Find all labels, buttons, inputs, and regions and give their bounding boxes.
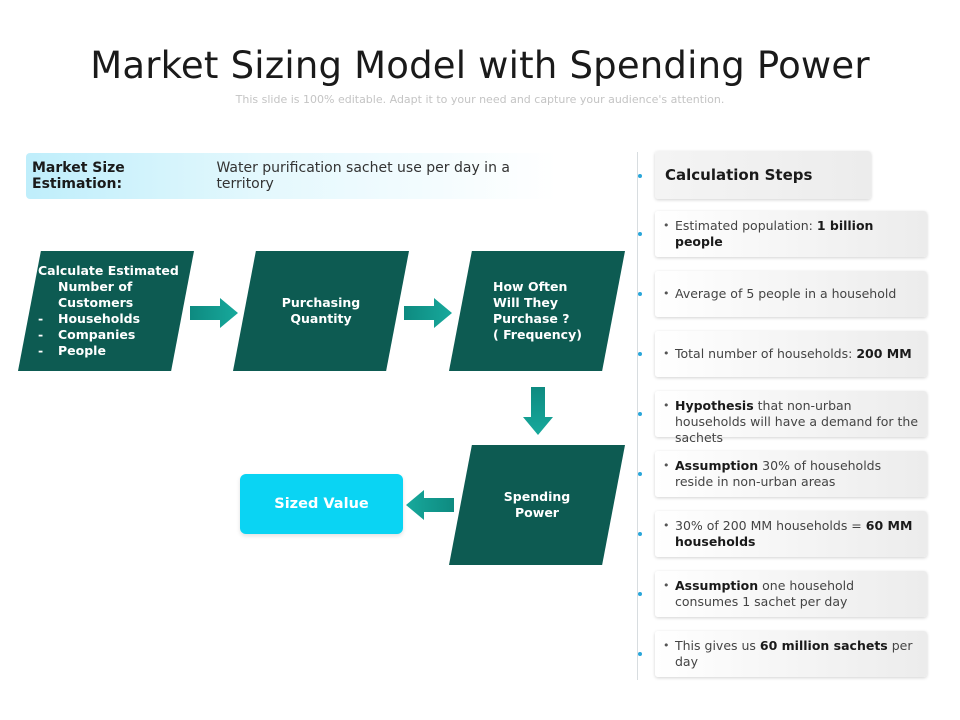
page-subtitle: This slide is 100% editable. Adapt it to…	[235, 93, 725, 106]
timeline-dot	[638, 352, 642, 356]
step3-line1: How Often	[493, 279, 568, 294]
sized-value-box: Sized Value	[240, 474, 403, 534]
step1-item-households: -Households	[38, 311, 141, 326]
step3-line3: Purchase ?	[493, 311, 570, 326]
step1-line2: Number of	[58, 279, 133, 294]
arrow-down-icon	[523, 387, 553, 435]
flow-step-purchasing-quantity: Purchasing Quantity	[233, 251, 409, 371]
step1-line1: Calculate Estimated	[38, 263, 179, 278]
arrow-right-icon	[404, 298, 452, 328]
estimation-label: Market Size Estimation:	[32, 160, 125, 192]
calc-step-card: • This gives us 60 million sachets per d…	[655, 631, 927, 677]
arrow-left-icon	[406, 490, 454, 520]
page-title: Market Sizing Model with Spending Power	[90, 44, 870, 87]
calculation-steps-heading: Calculation Steps	[655, 151, 871, 199]
step4-line2: Power	[515, 505, 559, 520]
timeline-dot	[638, 652, 642, 656]
step1-item-companies: -Companies	[38, 327, 136, 342]
calc-step-card: • Hypothesis that non-urban households w…	[655, 391, 927, 445]
step2-line2: Quantity	[290, 311, 352, 326]
calc-step-card: • Assumption one household consumes 1 sa…	[655, 571, 927, 617]
step2-line1: Purchasing	[281, 295, 361, 310]
timeline-dot	[638, 532, 642, 536]
step3-line4: ( Frequency)	[493, 327, 582, 342]
timeline-dot	[638, 472, 642, 476]
timeline-dot	[638, 174, 642, 178]
timeline-dot	[638, 232, 642, 236]
calc-step-card: • Total number of households: 200 MM	[655, 331, 927, 377]
timeline-dot	[638, 412, 642, 416]
arrow-right-icon	[190, 298, 238, 328]
flow-step-calculate-customers: Calculate Estimated Number of Customers …	[18, 251, 194, 371]
calc-step-card: • 30% of 200 MM households = 60 MM house…	[655, 511, 927, 557]
flow-step-spending-power: Spending Power	[449, 445, 625, 565]
calc-step-card: • Estimated population: 1 billion people	[655, 211, 927, 257]
step1-item-people: -People	[38, 343, 106, 358]
flow-step-frequency: How Often Will They Purchase ? ( Frequen…	[449, 251, 625, 371]
vertical-divider	[637, 152, 638, 680]
step1-line3: Customers	[58, 295, 134, 310]
timeline-dot	[638, 292, 642, 296]
timeline-dot	[638, 592, 642, 596]
step3-line2: Will They	[493, 295, 559, 310]
estimation-text: Water purification sachet use per day in…	[216, 160, 510, 192]
calc-step-card: • Assumption 30% of households reside in…	[655, 451, 927, 497]
step4-line1: Spending	[503, 489, 571, 504]
market-size-estimation-banner: Market Size Estimation: Water purificati…	[26, 153, 556, 199]
calc-step-card: • Average of 5 people in a household	[655, 271, 927, 317]
